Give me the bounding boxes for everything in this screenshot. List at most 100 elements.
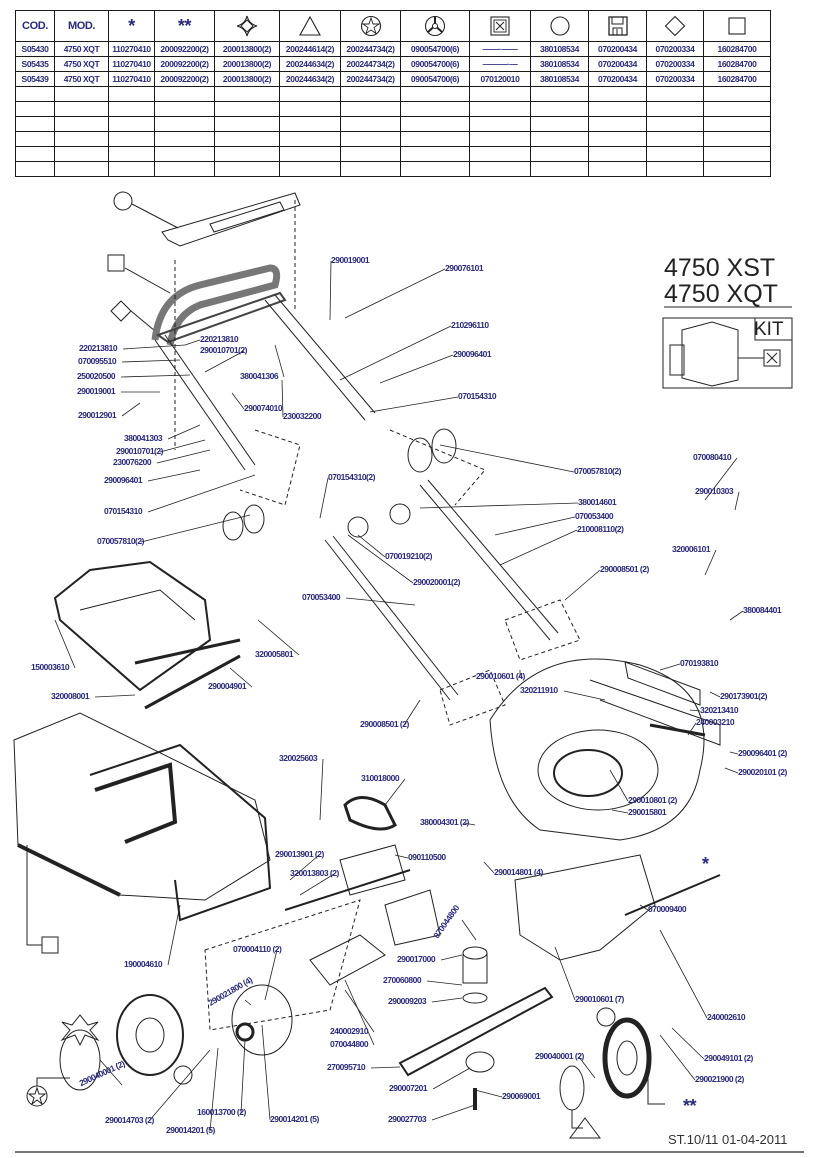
leader-line <box>494 516 576 536</box>
leader-line <box>209 1047 219 1132</box>
wheel-hub-marker-icon-2 <box>596 1007 616 1027</box>
leader-line <box>54 619 76 669</box>
part-number-label: 070057810(2) <box>97 536 144 546</box>
leader-line <box>148 1049 211 1122</box>
axle-part <box>624 874 721 916</box>
part-number-label: 070193810 <box>680 658 719 668</box>
part-number-label: 310018000 <box>361 773 400 783</box>
part-number-label: 210296110 <box>451 320 489 330</box>
circle-marker-icon <box>113 191 133 211</box>
drive-pulley <box>231 984 293 1056</box>
leader-line <box>729 751 739 755</box>
part-number-label: 290013901 (2) <box>275 849 324 859</box>
leader-line <box>147 469 201 482</box>
leader-line <box>729 610 744 621</box>
part-number-label: 290014703 (2) <box>105 1115 154 1125</box>
part-number-label: 290010701(2) <box>200 345 247 355</box>
mower-deck <box>489 658 705 841</box>
gearbox <box>339 844 406 896</box>
leader-line <box>609 769 629 802</box>
leader-line <box>257 619 300 656</box>
star-marker-icon <box>27 1086 47 1106</box>
leader-line <box>419 502 579 509</box>
leader-line <box>339 325 452 381</box>
header-cod: COD. <box>15 10 55 42</box>
leader-line <box>299 873 335 896</box>
part-number-label: 290096401 <box>104 475 143 485</box>
kit-box <box>662 317 793 389</box>
part-number-label: 070154310 <box>104 506 143 516</box>
leader-line <box>120 374 191 378</box>
model-title-xst: 4750 XST <box>664 254 776 282</box>
wheel-hub-icon <box>400 10 470 42</box>
part-number-label: 230076200 <box>113 457 152 467</box>
rod-part <box>144 654 241 710</box>
part-number-label: 290015801 <box>628 807 667 817</box>
rear-deflector <box>514 854 656 961</box>
part-number-label: 290008501 (2) <box>360 719 409 729</box>
part-number-label: 220213810 <box>200 334 239 344</box>
leader-line <box>121 359 181 363</box>
leader-line <box>122 344 186 350</box>
leader-line <box>167 904 181 966</box>
part-number-label: 190004610 <box>124 959 163 969</box>
part-number-label: 380084401 <box>743 605 782 615</box>
leader-line <box>403 699 421 726</box>
leader-line <box>357 534 386 558</box>
grass-box-lid <box>53 560 212 692</box>
leader-line <box>274 344 285 378</box>
single-star-marker: * <box>702 854 709 874</box>
knob-part <box>407 437 433 473</box>
leader-line <box>659 663 681 671</box>
part-number-label: 290074010 <box>244 403 283 413</box>
part-number-label: 290020001(2) <box>413 577 460 587</box>
leader-line <box>345 597 416 606</box>
diamond-star-icon <box>214 10 280 42</box>
leader-line <box>439 444 575 473</box>
part-number-label: 220213810 <box>79 343 118 353</box>
part-number-label: 290040001 (2) <box>535 1051 584 1061</box>
part-number-label: 290049101 (2) <box>704 1053 753 1063</box>
part-number-label: 070154310 <box>458 391 497 401</box>
part-number-label: 090110500 <box>408 852 446 862</box>
table-row-empty <box>15 161 771 177</box>
leader-line <box>94 694 136 698</box>
leader-line <box>431 1104 476 1121</box>
leader-line <box>639 904 649 911</box>
part-number-label: 150003610 <box>31 662 70 672</box>
part-number-label: 290014801 (4) <box>494 867 543 877</box>
leader-line <box>724 767 739 774</box>
floppy-icon <box>588 10 647 42</box>
part-number-label: 070080410 <box>693 452 732 462</box>
part-number-label: 070053400 <box>575 511 614 521</box>
part-number-label: 290021900 (2) <box>695 1074 744 1084</box>
kit-label-box <box>754 318 792 341</box>
leader-line <box>344 989 375 1033</box>
leader-line <box>369 396 459 413</box>
part-number-label: 380014601 <box>578 497 617 507</box>
kit-part-icon <box>681 321 739 387</box>
part-number-label: 240002610 <box>707 1012 746 1022</box>
diamond-star-marker-icon <box>60 1014 100 1047</box>
drive-belt <box>343 796 397 831</box>
part-number-label: 290019001 <box>331 255 370 265</box>
kit-x-icon <box>469 10 531 42</box>
leader-line <box>432 1067 471 1090</box>
leader-line <box>231 392 245 410</box>
leader-line <box>474 1089 503 1098</box>
floppy-marker-icon <box>107 254 125 272</box>
leader-line <box>347 534 414 584</box>
triangle-icon <box>279 10 341 42</box>
leader-line <box>167 424 201 440</box>
leader-line <box>344 979 375 1046</box>
leader-line <box>499 529 578 566</box>
part-number-label: 290010801 (2) <box>628 795 677 805</box>
leader-line <box>563 690 606 701</box>
diamond-marker-icon <box>110 300 132 322</box>
square-marker-icon <box>41 936 59 954</box>
part-number-label: 320211910 <box>520 685 558 695</box>
leader-line <box>370 1066 401 1069</box>
